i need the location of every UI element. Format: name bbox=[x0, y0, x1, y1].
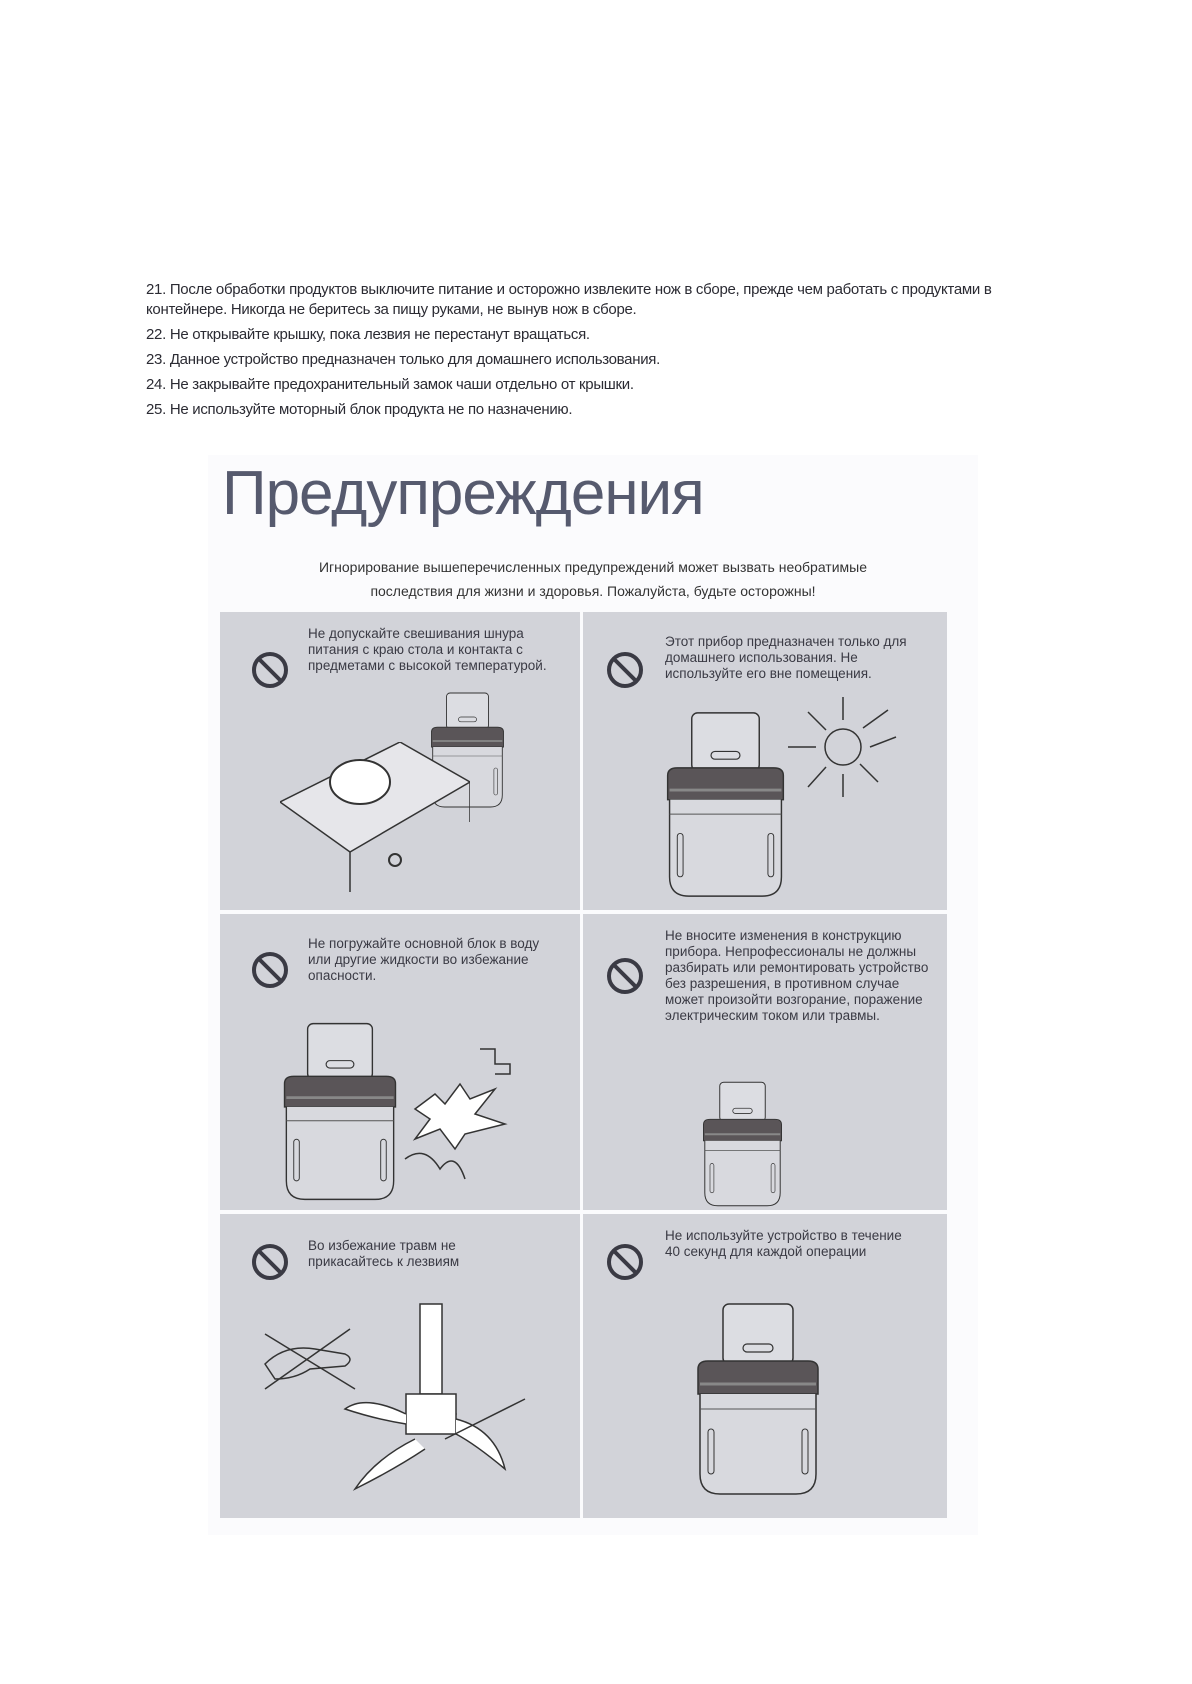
instruction-21: 21. После обработки продуктов выключите … bbox=[146, 281, 992, 318]
panel-text: Не допускайте свешивания шнура питания с… bbox=[308, 626, 547, 673]
chopper-illustration bbox=[695, 1079, 790, 1209]
instruction-24: 24. Не закрывайте предохранительный замо… bbox=[146, 376, 634, 393]
panel-text: Во избежание травм не прикасайтесь к лез… bbox=[308, 1238, 460, 1269]
instruction-25: 25. Не используйте моторный блок продукт… bbox=[146, 401, 573, 418]
panel-text: Этот прибор предназначен только для дома… bbox=[665, 634, 907, 681]
warning-panel-blades: Во избежание травм не прикасайтесь к лез… bbox=[220, 1214, 580, 1518]
prohibition-icon bbox=[605, 956, 645, 996]
chopper-illustration bbox=[688, 1294, 828, 1504]
instruction-22: 22. Не открывайте крышку, пока лезвия не… bbox=[146, 326, 590, 343]
warning-panel-operation-time: Не используйте устройство в течение 40 с… bbox=[583, 1214, 947, 1518]
blade-assembly-illustration bbox=[343, 1303, 526, 1491]
hand-crossed-icon bbox=[264, 1328, 356, 1390]
prohibition-icon bbox=[250, 950, 290, 990]
subtitle-line-1: Игнорирование вышеперечисленных предупре… bbox=[318, 559, 868, 575]
subtitle-line-2: последствия для жизни и здоровья. Пожалу… bbox=[370, 583, 816, 599]
prohibition-icon bbox=[250, 650, 290, 690]
warnings-title: Предупреждения bbox=[222, 459, 705, 528]
panel-text: Не используйте устройство в течение 40 с… bbox=[665, 1228, 902, 1259]
prohibition-icon bbox=[250, 1242, 290, 1282]
stove-illustration bbox=[280, 742, 470, 892]
panel-text: Не погружайте основной блок в воду или д… bbox=[308, 936, 540, 983]
water-splash-illustration bbox=[404, 1048, 511, 1180]
instruction-23: 23. Данное устройство предназначен тольк… bbox=[146, 351, 660, 368]
warning-panel-modification: Не вносите изменения в конструкцию прибо… bbox=[583, 914, 947, 1210]
prohibition-icon bbox=[605, 650, 645, 690]
sun-icon bbox=[788, 697, 897, 797]
warning-panel-water: Не погружайте основной блок в воду или д… bbox=[220, 914, 580, 1210]
warning-panel-indoor: Этот прибор предназначен только для дома… bbox=[583, 612, 947, 910]
warning-panel-cord: Не допускайте свешивания шнура питания с… bbox=[220, 612, 580, 910]
panel-text: Не вносите изменения в конструкцию прибо… bbox=[665, 928, 929, 1023]
prohibition-icon bbox=[605, 1242, 645, 1282]
chopper-illustration bbox=[658, 707, 793, 902]
warnings-subtitle: Игнорирование вышеперечисленных предупре… bbox=[208, 555, 978, 603]
safety-instructions-list: 21. После обработки продуктов выключите … bbox=[146, 280, 1026, 425]
